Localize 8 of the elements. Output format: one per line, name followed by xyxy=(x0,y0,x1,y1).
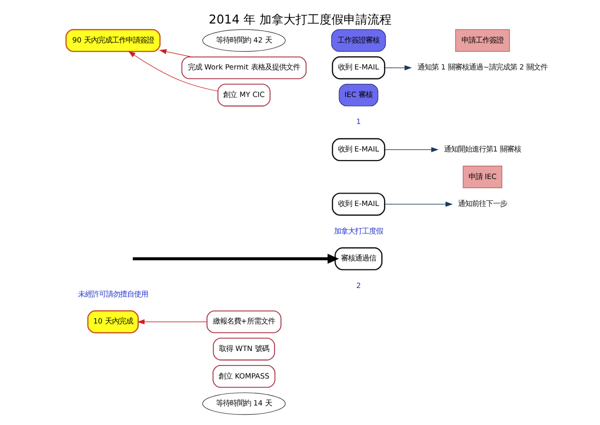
arrow xyxy=(384,64,412,70)
diagram-title: 2014 年 加拿大打工度假申請流程 xyxy=(208,12,392,26)
arrow xyxy=(384,146,439,152)
arrow xyxy=(159,48,192,57)
arrow xyxy=(132,253,339,264)
arrow xyxy=(137,318,208,324)
arrow xyxy=(128,50,218,91)
arrow xyxy=(384,201,453,206)
